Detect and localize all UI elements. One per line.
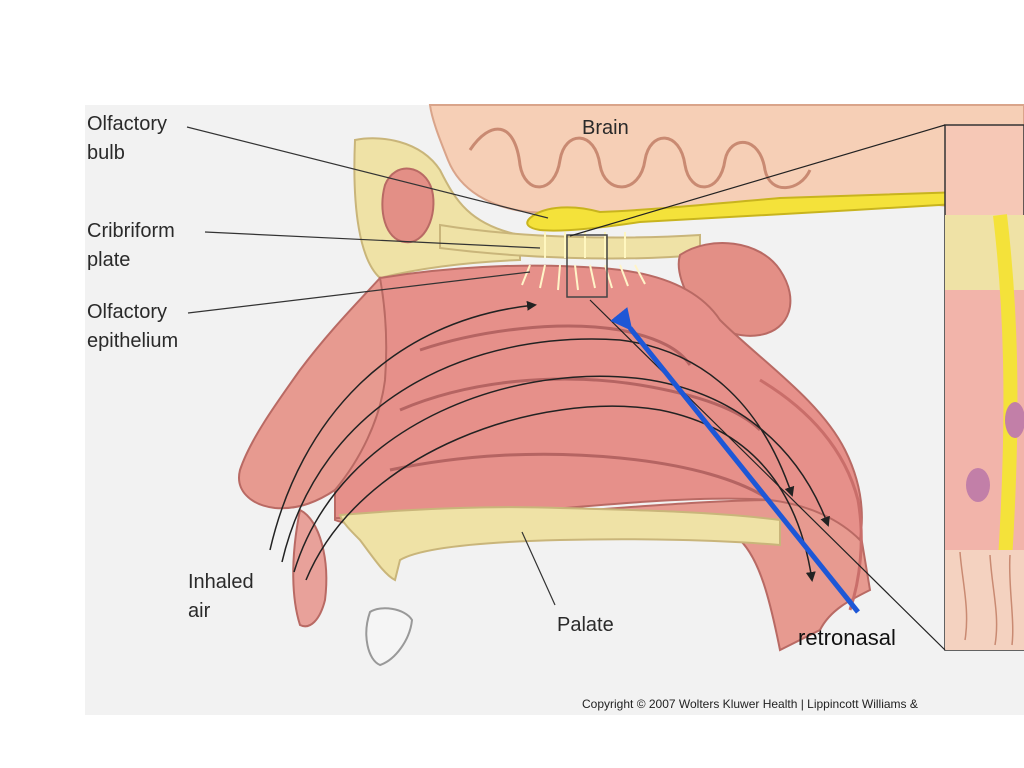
upper-lip: [292, 508, 328, 628]
label-olfactory-epithelium-line1: Olfactory: [87, 301, 168, 323]
label-brain: Brain: [582, 117, 629, 139]
label-inhaled-air: Inhaled air: [188, 568, 254, 626]
retronasal-arrow: [610, 307, 860, 614]
label-olfactory-epithelium-line2: epithelium: [87, 330, 179, 352]
magnification-box: [566, 234, 608, 298]
inset-nucleus-a: [1005, 402, 1024, 438]
inhaled-airflow-arrows: [269, 300, 830, 582]
label-palate: Palate: [557, 614, 614, 636]
leader-cribriform-plate: [204, 231, 541, 249]
label-inhaled-air-line1: Inhaled: [188, 571, 254, 593]
palate-bone: [338, 506, 781, 582]
label-olfactory-bulb-line1: Olfactory: [87, 113, 168, 135]
inset-cilia: [959, 551, 1014, 646]
label-cribriform-plate-line1: Cribriform: [87, 220, 175, 242]
leader-olfactory-bulb: [186, 126, 549, 219]
incisor-tooth: [365, 607, 414, 667]
nasal-cavity: [334, 264, 863, 543]
label-olfactory-epithelium: Olfactory epithelium: [87, 298, 178, 356]
label-cribriform-plate-line2: plate: [87, 249, 131, 271]
copyright-notice: Copyright © 2007 Wolters Kluwer Health |…: [582, 697, 918, 711]
label-olfactory-bulb: Olfactory bulb: [87, 110, 167, 168]
label-inhaled-air-line2: air: [188, 600, 211, 622]
label-olfactory-bulb-line2: bulb: [87, 142, 125, 164]
brain-gyri: [468, 127, 812, 190]
cribriform-nerve-fibers: [544, 232, 626, 258]
middle-turbinate: [399, 377, 762, 432]
frontal-sinus: [381, 167, 435, 244]
inset-nucleus-b: [966, 468, 990, 502]
inset-neuron: [993, 214, 1018, 561]
projection-line-top: [569, 124, 946, 237]
label-retronasal: retronasal: [798, 625, 896, 650]
inferior-turbinate: [389, 452, 771, 502]
superior-turbinate: [419, 324, 692, 366]
olfactory-bulb: [526, 188, 1024, 232]
leader-olfactory-epithelium: [187, 271, 531, 314]
leader-palate: [521, 531, 556, 606]
olfactory-receptor-fibers: [521, 264, 646, 291]
pharynx: [759, 378, 863, 611]
label-cribriform-plate: Cribriform plate: [87, 217, 175, 275]
projection-line-bottom: [589, 299, 946, 651]
